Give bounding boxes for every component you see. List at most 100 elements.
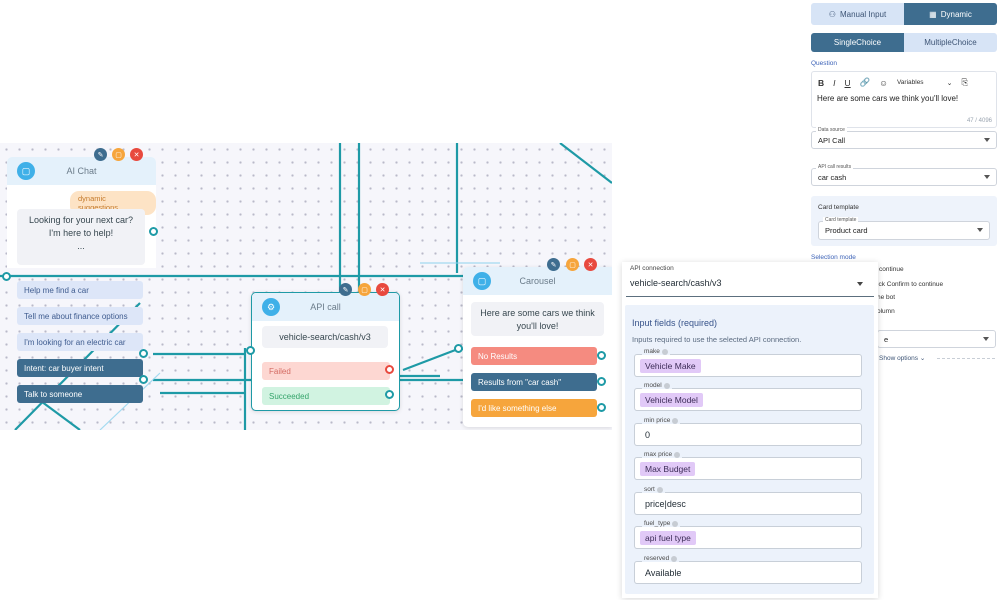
option-no-results[interactable]: No Results: [471, 347, 597, 365]
field-model[interactable]: model Vehicle Model: [634, 382, 862, 411]
caret-down-icon: [983, 337, 989, 341]
mode-tabs: ⚇ Manual Input ▦ Dynamic: [811, 3, 997, 25]
selection-option-3: he bot: [877, 294, 896, 301]
option-something-else[interactable]: I'd like something else: [471, 399, 597, 417]
tab-multiple-choice[interactable]: MultipleChoice: [904, 33, 997, 52]
show-options-toggle[interactable]: Show options ⌄: [879, 355, 926, 362]
edit-icon[interactable]: ✎: [339, 283, 352, 296]
card-template-heading: Card template: [818, 204, 859, 211]
variable-tag[interactable]: api fuel type: [640, 531, 696, 545]
something-else-port[interactable]: [597, 403, 606, 412]
api-input-port[interactable]: [246, 346, 255, 355]
no-results-port[interactable]: [597, 351, 606, 360]
data-source-select[interactable]: Data source API Call: [811, 127, 997, 149]
api-call-node[interactable]: ⚙ API call vehicle-search/cash/v3 Failed…: [251, 292, 400, 411]
field-make[interactable]: make Vehicle Make: [634, 348, 862, 377]
carousel-input-port[interactable]: [454, 344, 463, 353]
edit-icon[interactable]: ✎: [547, 258, 560, 271]
field-sort[interactable]: sort price|desc: [634, 486, 862, 515]
selection-mode-label: Selection mode: [811, 254, 856, 261]
caret-down-icon[interactable]: [857, 282, 863, 286]
selection-option-2: ick Confirm to continue: [877, 281, 944, 288]
flow-canvas[interactable]: ▢ AI Chat dynamic suggestions Looking fo…: [0, 143, 612, 430]
option-results-car-cash[interactable]: Results from "car cash": [471, 373, 597, 391]
api-succeeded-port[interactable]: [385, 390, 394, 399]
editor-toolbar: B I U 🔗 ☺ Variables ⌄ ⎘: [818, 77, 968, 88]
api-failed-branch[interactable]: Failed: [262, 362, 390, 380]
variable-insert-icon[interactable]: ⎘: [961, 77, 969, 87]
ai-chat-input-port[interactable]: [2, 272, 11, 281]
emoji-icon[interactable]: ☺: [879, 77, 888, 88]
variable-tag[interactable]: Vehicle Make: [640, 359, 701, 373]
tab-single-choice[interactable]: SingleChoice: [811, 33, 904, 52]
grid-icon: ▦: [929, 9, 937, 19]
field-reserved[interactable]: reserved Available: [634, 555, 862, 584]
copy-icon[interactable]: ▢: [358, 283, 371, 296]
tab-dynamic[interactable]: ▦ Dynamic: [904, 3, 997, 25]
option-help-find-car[interactable]: Help me find a car: [17, 281, 143, 299]
field-min-price[interactable]: min price 0: [634, 417, 862, 446]
chat-icon: ▢: [17, 162, 35, 180]
intent-port[interactable]: [139, 349, 148, 358]
ai-chat-header[interactable]: ▢ AI Chat: [7, 157, 156, 185]
caret-down-icon: [977, 228, 983, 232]
variable-tag[interactable]: Max Budget: [640, 462, 696, 476]
card-template-section: Card template Card template Product card: [811, 196, 997, 246]
bold-button[interactable]: B: [818, 77, 825, 88]
talk-port[interactable]: [139, 375, 148, 384]
selection-option-4: olumn: [877, 308, 895, 315]
api-call-title: API call: [310, 302, 341, 312]
carousel-header[interactable]: ▢ Carousel: [463, 267, 612, 295]
api-icon: ⚙: [262, 298, 280, 316]
option-intent-buyer[interactable]: Intent: car buyer intent: [17, 359, 143, 377]
tab-manual-input[interactable]: ⚇ Manual Input: [811, 3, 904, 25]
chevron-down-icon: ⌄: [946, 79, 953, 87]
ai-chat-message-port[interactable]: [149, 227, 158, 236]
carousel-icon: ▢: [473, 272, 491, 290]
option-finance[interactable]: Tell me about finance options: [17, 307, 143, 325]
variable-tag[interactable]: Vehicle Model: [640, 393, 703, 407]
results-port[interactable]: [597, 377, 606, 386]
api-connection-panel: API connection vehicle-search/cash/v3 In…: [622, 262, 878, 598]
selection-option-1: continue: [879, 266, 904, 273]
input-fields-title: Input fields (required): [632, 318, 718, 328]
delete-icon[interactable]: ✕: [130, 148, 143, 161]
italic-button[interactable]: I: [833, 77, 836, 88]
carousel-message: Here are some cars we think you'll love!: [471, 302, 604, 336]
info-icon: [663, 382, 670, 389]
field-value: Available: [645, 568, 682, 578]
api-failed-port[interactable]: [385, 365, 394, 374]
chevron-down-icon: ⌄: [919, 355, 926, 362]
question-editor[interactable]: B I U 🔗 ☺ Variables ⌄ ⎘ Here are some ca…: [811, 71, 997, 128]
option-talk-to-someone[interactable]: Talk to someone: [17, 385, 143, 403]
field-value: price|desc: [645, 499, 686, 509]
card-template-select[interactable]: Card template Product card: [818, 217, 990, 240]
delete-icon[interactable]: ✕: [584, 258, 597, 271]
api-connection-label: API connection: [630, 265, 674, 272]
copy-icon[interactable]: ▢: [566, 258, 579, 271]
caret-down-icon: [984, 138, 990, 142]
carousel-title: Carousel: [519, 276, 556, 286]
api-succeeded-branch[interactable]: Succeeded: [262, 387, 390, 405]
option-electric-car[interactable]: I'm looking for an electric car: [17, 333, 143, 351]
field-fuel-type[interactable]: fuel_type api fuel type: [634, 520, 862, 549]
info-icon: [671, 555, 678, 562]
api-connection-select[interactable]: vehicle-search/cash/v3: [630, 278, 722, 288]
field-max-price[interactable]: max price Max Budget: [634, 451, 862, 480]
caret-down-icon: [984, 175, 990, 179]
edit-icon[interactable]: ✎: [94, 148, 107, 161]
ai-chat-node[interactable]: ▢ AI Chat dynamic suggestions Looking fo…: [7, 157, 156, 407]
question-text[interactable]: Here are some cars we think you'll love!: [817, 94, 959, 103]
delete-icon[interactable]: ✕: [376, 283, 389, 296]
variables-dropdown[interactable]: Variables: [896, 79, 924, 86]
divider: [937, 358, 995, 359]
underline-button[interactable]: U: [844, 77, 851, 88]
copy-icon[interactable]: ▢: [112, 148, 125, 161]
ai-chat-title: AI Chat: [66, 166, 97, 176]
link-icon[interactable]: 🔗: [859, 77, 871, 87]
partial-select[interactable]: e: [877, 330, 996, 348]
api-call-header[interactable]: ⚙ API call: [252, 293, 399, 321]
carousel-node[interactable]: ▢ Carousel Here are some cars we think y…: [463, 267, 612, 427]
api-results-select[interactable]: API call results car cash: [811, 164, 997, 186]
users-icon: ⚇: [828, 9, 836, 19]
